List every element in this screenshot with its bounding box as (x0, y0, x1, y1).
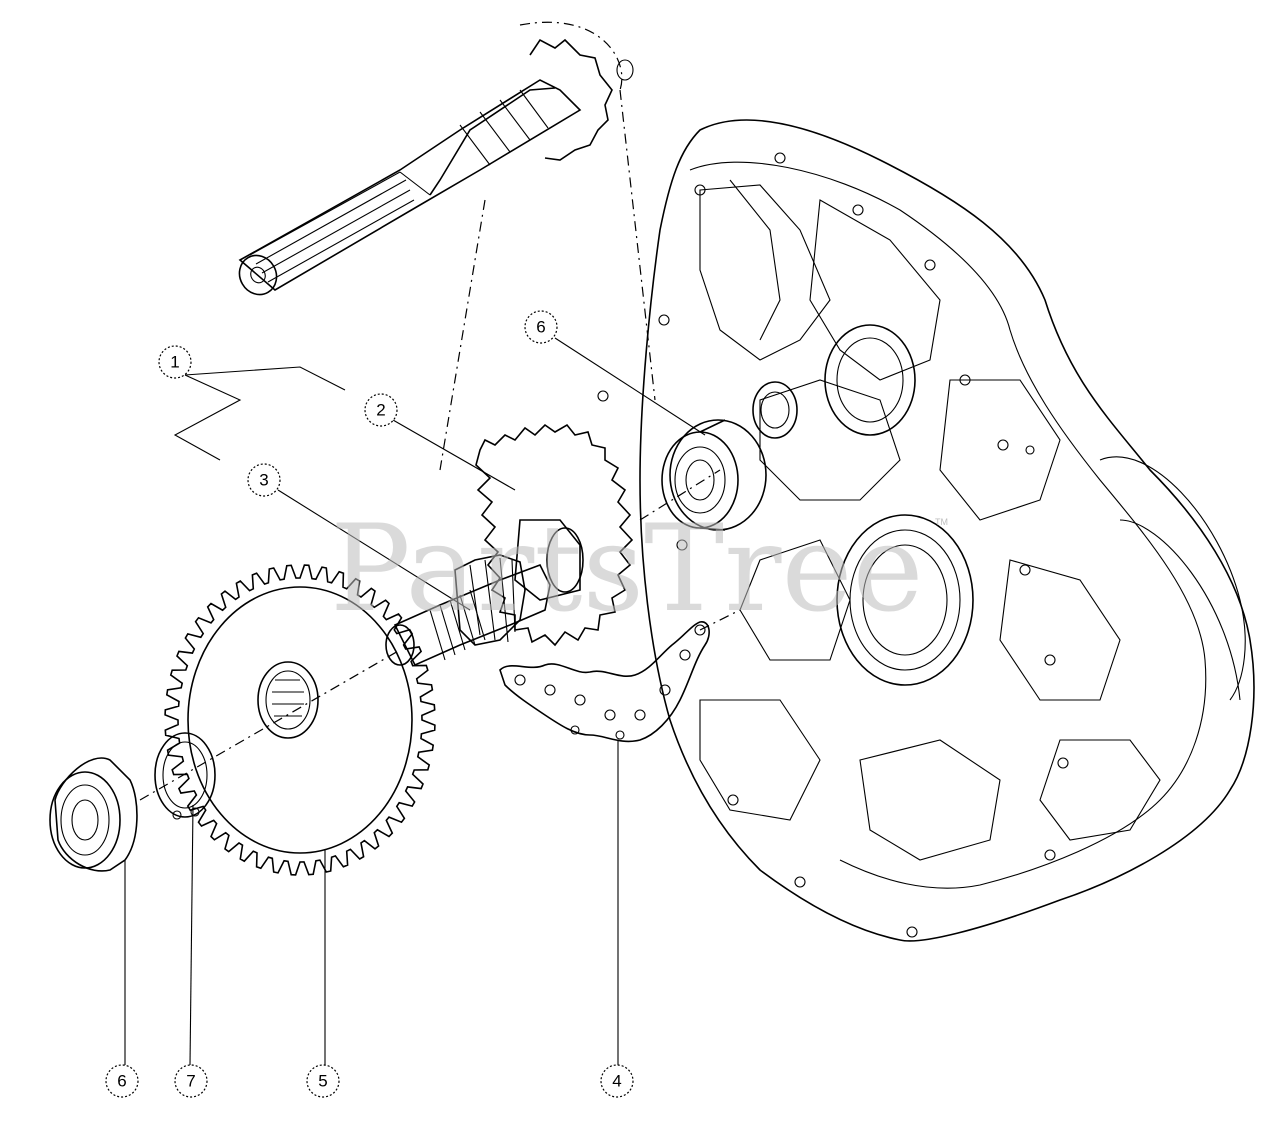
callout-6-upper: 6 (524, 310, 558, 344)
drive-chain (499, 621, 710, 743)
callout-6-upper-label: 6 (536, 318, 545, 337)
pinion-shaft (385, 554, 551, 667)
watermark-trademark: TM (935, 517, 948, 527)
center-line-shaft (439, 199, 486, 471)
output-shaft (238, 21, 634, 296)
callout-5: 5 (306, 1064, 340, 1098)
callout-7: 7 (174, 1064, 208, 1098)
callout-6-lower-label: 6 (117, 1072, 126, 1091)
large-gear (164, 564, 436, 876)
callout-3: 3 (247, 463, 281, 497)
callout-2: 2 (364, 393, 398, 427)
callout-6-lower: 6 (105, 1064, 139, 1098)
transmission-housing (597, 119, 1255, 942)
center-line-gear (139, 649, 401, 801)
callout-5-label: 5 (318, 1072, 327, 1091)
callout-3-label: 3 (259, 471, 268, 490)
callout-1-label: 1 (170, 353, 179, 372)
callout-4-label: 4 (612, 1072, 621, 1091)
leader-lines (124, 337, 706, 1066)
watermark-text: PartsTree (330, 500, 924, 639)
snap-ring (154, 732, 216, 820)
sprocket-gear (475, 423, 634, 647)
center-line-sprocket (619, 89, 656, 401)
bearing-lower (49, 757, 138, 872)
center-line-bearing (639, 469, 721, 521)
callout-1: 1 (158, 345, 192, 379)
callout-4: 4 (600, 1064, 634, 1098)
callout-7-label: 7 (186, 1072, 195, 1091)
center-line-chain (699, 609, 741, 631)
callout-2-label: 2 (376, 401, 385, 420)
